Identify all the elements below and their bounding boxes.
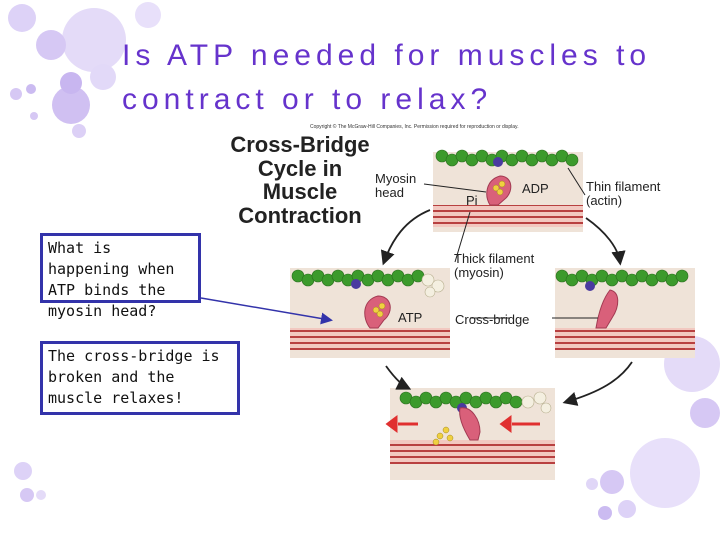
bubble	[26, 84, 36, 94]
thick-filament	[555, 328, 695, 350]
figure-title-line: Cycle in	[257, 155, 343, 181]
force-arrows	[385, 415, 540, 433]
bubble	[20, 488, 34, 502]
figure-title-line: Cross-Bridge	[230, 132, 370, 157]
bubble	[30, 112, 38, 120]
label-myosin-head-line: Myosin	[375, 171, 417, 186]
label-atp: ATP	[398, 310, 423, 325]
actin-left	[291, 269, 425, 287]
figure-title-line: Contraction	[238, 202, 362, 228]
figure-title: Cross-Bridge Cycle in Muscle Contraction	[215, 133, 385, 227]
bubble	[600, 470, 624, 494]
label-thick-filament: Thick filament (myosin)	[454, 252, 534, 280]
bubble	[72, 124, 86, 138]
bubble	[90, 64, 116, 90]
answer-box: The cross-bridge is broken and the muscl…	[40, 341, 240, 415]
label-myosin-head-line: head	[375, 185, 404, 200]
bubble	[598, 506, 612, 520]
label-thick-filament-line: Thick filament	[454, 251, 535, 266]
bubble	[8, 4, 36, 32]
bubble	[10, 88, 22, 100]
bubble	[14, 462, 32, 480]
thick-filament	[433, 205, 583, 227]
bubble	[135, 2, 161, 28]
figure-title-line: Muscle	[262, 179, 338, 204]
actin-filaments	[291, 149, 689, 409]
pointer-arrow	[200, 297, 333, 325]
copyright-notice: Copyright © The McGraw-Hill Companies, I…	[310, 124, 519, 130]
bubble	[36, 490, 46, 500]
label-thin-filament-line: (actin)	[586, 193, 623, 208]
bubble	[586, 478, 598, 490]
actin-bottom	[399, 391, 523, 409]
bubble	[618, 500, 636, 518]
label-pi: Pi	[466, 193, 478, 208]
label-cross-bridge: Cross-bridge	[455, 312, 530, 327]
slide-title-line-2: contract or to relax?	[122, 83, 493, 116]
slide-title-line-1: Is ATP needed for muscles to	[122, 39, 652, 72]
actin-top	[435, 149, 579, 167]
slide-title: Is ATP needed for muscles to contract or…	[122, 34, 682, 122]
label-thin-filament-line: Thin filament	[586, 179, 661, 194]
label-adp: ADP	[522, 181, 549, 196]
label-myosin-head: Myosin head	[375, 172, 416, 200]
label-thick-filament-line: (myosin)	[454, 265, 504, 280]
question-box: What is happening when ATP binds the myo…	[40, 233, 201, 320]
thick-filament	[390, 440, 555, 464]
bubble	[630, 438, 700, 508]
bubble	[36, 30, 66, 60]
bubble	[62, 8, 126, 72]
bubble	[60, 72, 82, 94]
label-thin-filament: Thin filament (actin)	[586, 180, 660, 208]
bubble	[690, 398, 720, 428]
thick-filament	[290, 328, 450, 350]
